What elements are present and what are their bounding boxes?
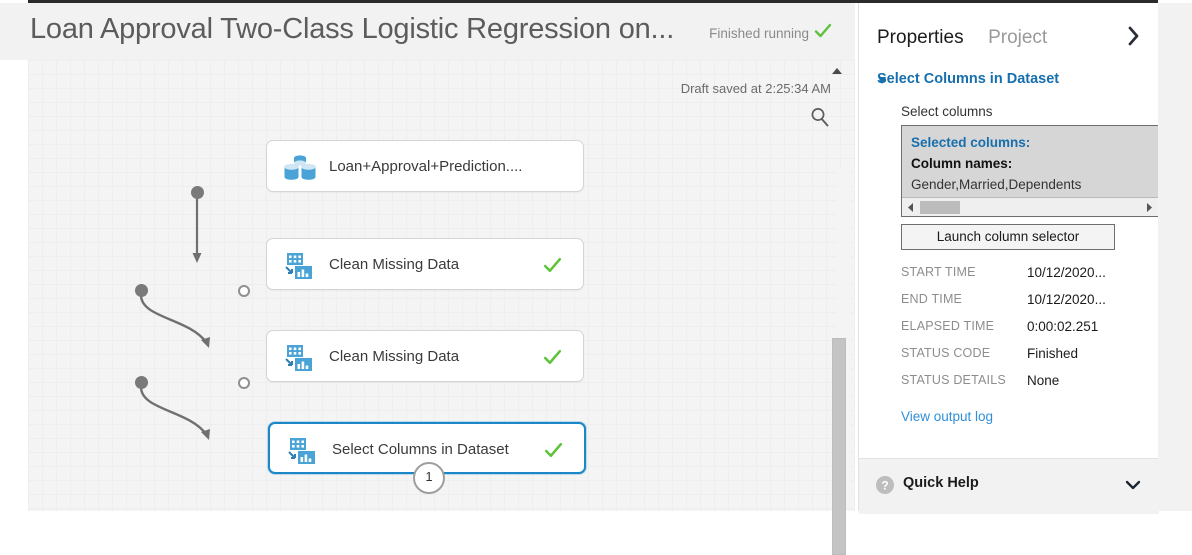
svg-text:?: ? — [881, 479, 888, 493]
caret-up-icon[interactable] — [831, 66, 843, 76]
check-icon — [543, 349, 562, 365]
metadata-value: 10/12/2020... — [1027, 292, 1106, 307]
select-columns-label: Select columns — [901, 104, 993, 119]
node-secondary-output-port[interactable] — [238, 377, 250, 389]
run-metadata-table: START TIME 10/12/2020... END TIME 10/12/… — [901, 265, 1151, 400]
transform-data-icon — [288, 438, 315, 464]
metadata-key: STATUS DETAILS — [901, 373, 1006, 387]
draft-saved-label: Draft saved at 2:25:34 AM — [680, 81, 831, 96]
properties-pane: Properties Project Select Columns in Dat… — [858, 3, 1159, 514]
metadata-key: ELAPSED TIME — [901, 319, 995, 333]
metadata-value: 0:00:02.251 — [1027, 319, 1099, 334]
column-names-heading: Column names: — [911, 156, 1013, 171]
caret-left-icon[interactable] — [906, 202, 916, 213]
caret-down-icon[interactable] — [878, 77, 887, 86]
pipeline-node-label: Select Columns in Dataset — [332, 441, 509, 458]
selected-columns-box[interactable]: Selected columns: Column names: Gender,M… — [901, 125, 1159, 217]
quick-help-divider — [859, 458, 1159, 459]
chevron-right-icon[interactable] — [1123, 25, 1145, 47]
node-output-port[interactable] — [135, 376, 148, 389]
quick-help-label: Quick Help — [903, 475, 979, 491]
top-rule — [28, 0, 1158, 3]
experiment-canvas-pane: Loan Approval Two-Class Logistic Regress… — [0, 3, 855, 555]
chevron-down-icon[interactable] — [1125, 477, 1141, 493]
metadata-key: END TIME — [901, 292, 963, 306]
canvas-left-margin — [0, 60, 28, 511]
pipeline-canvas[interactable]: Loan+Approval+Prediction.... — [28, 60, 855, 555]
properties-tabs: Properties Project — [877, 27, 1067, 49]
right-edge-strip — [1158, 3, 1192, 511]
metadata-value: 10/12/2020... — [1027, 265, 1106, 280]
pipeline-node-label: Clean Missing Data — [329, 348, 460, 365]
run-status-text: Finished running — [709, 26, 809, 41]
metadata-row-status-details: STATUS DETAILS None — [901, 373, 1151, 400]
metadata-row-start-time: START TIME 10/12/2020... — [901, 265, 1151, 292]
node-output-port[interactable] — [135, 284, 148, 297]
metadata-key: START TIME — [901, 265, 976, 279]
node-output-port[interactable] — [191, 186, 204, 199]
metadata-row-end-time: END TIME 10/12/2020... — [901, 292, 1151, 319]
check-icon — [544, 442, 563, 458]
page-title: Loan Approval Two-Class Logistic Regress… — [30, 13, 675, 45]
check-icon — [543, 257, 562, 273]
pipeline-node-dataset[interactable]: Loan+Approval+Prediction.... — [266, 140, 584, 192]
properties-section-title: Select Columns in Dataset — [877, 71, 1060, 87]
dataset-icon — [284, 155, 316, 180]
metadata-value: Finished — [1027, 346, 1079, 361]
metadata-row-status-code: STATUS CODE Finished — [901, 346, 1151, 373]
title-bar-inner — [28, 3, 855, 60]
transform-data-icon — [285, 345, 312, 371]
pipeline-node-label: Clean Missing Data — [329, 256, 460, 273]
node-badge-count[interactable]: 1 — [413, 462, 445, 494]
pipeline-node-label: Loan+Approval+Prediction.... — [329, 158, 523, 175]
metadata-row-elapsed-time: ELAPSED TIME 0:00:02.251 — [901, 319, 1151, 346]
selected-columns-horizontal-scrollbar[interactable] — [902, 197, 1158, 216]
pipeline-node-clean-missing-data-1[interactable]: Clean Missing Data — [266, 238, 584, 290]
tab-project[interactable]: Project — [988, 27, 1048, 48]
pipeline-node-clean-missing-data-2[interactable]: Clean Missing Data — [266, 330, 584, 382]
metadata-key: STATUS CODE — [901, 346, 991, 360]
view-output-log-link[interactable]: View output log — [901, 409, 994, 424]
check-icon — [814, 23, 832, 38]
caret-right-icon[interactable] — [1144, 202, 1154, 213]
selected-columns-heading: Selected columns: — [911, 135, 1031, 150]
quick-help-panel[interactable]: ? Quick Help — [859, 459, 1159, 514]
canvas-vertical-scrollbar[interactable] — [832, 170, 851, 555]
selected-columns-scrollbar-thumb[interactable] — [920, 201, 960, 214]
question-circle-icon: ? — [876, 476, 894, 494]
title-bar: Loan Approval Two-Class Logistic Regress… — [0, 3, 855, 60]
metadata-value: None — [1027, 373, 1060, 388]
magnifier-icon[interactable] — [809, 106, 831, 128]
launch-column-selector-button[interactable]: Launch column selector — [901, 224, 1115, 250]
transform-data-icon — [285, 253, 312, 279]
canvas-scrollbar-thumb[interactable] — [832, 338, 846, 555]
node-secondary-output-port[interactable] — [238, 285, 250, 297]
column-names-value: Gender,Married,Dependents — [911, 177, 1082, 192]
tab-properties[interactable]: Properties — [877, 27, 964, 48]
